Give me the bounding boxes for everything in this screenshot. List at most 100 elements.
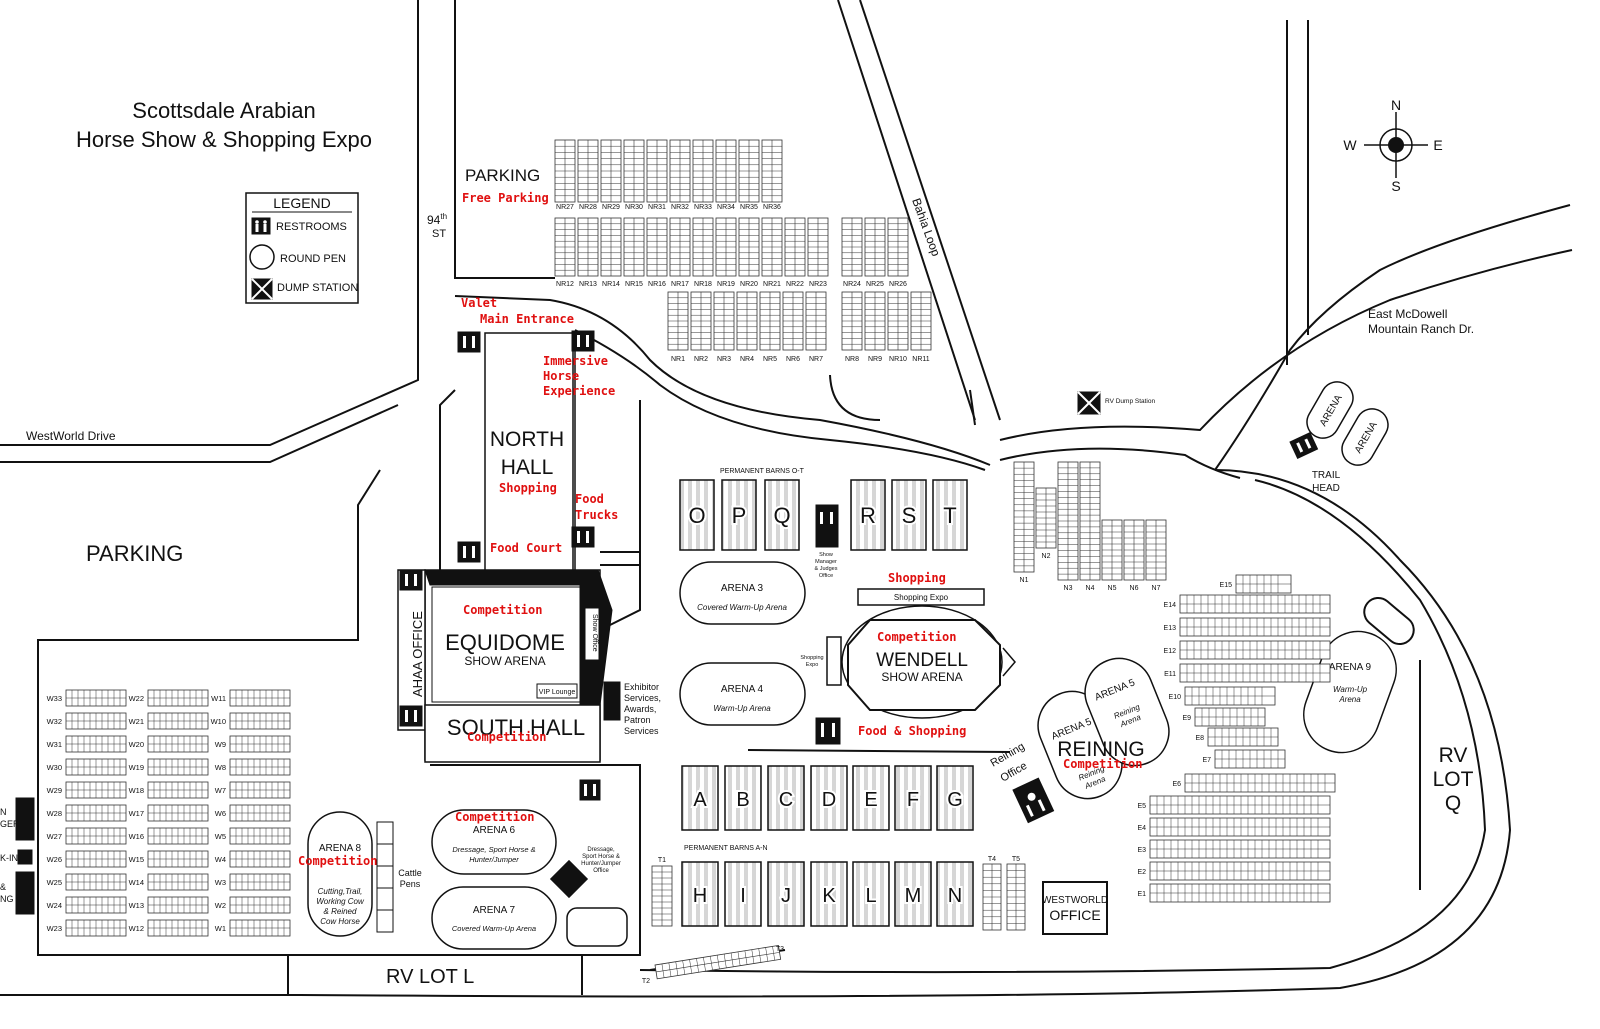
svg-text:Expo: Expo bbox=[806, 662, 819, 668]
barn-a: A bbox=[681, 765, 719, 831]
stall-block bbox=[690, 291, 712, 351]
svg-text:Covered Warm-Up Arena: Covered Warm-Up Arena bbox=[452, 924, 536, 933]
stall-block bbox=[229, 827, 291, 845]
annotation-valet: Valet bbox=[461, 296, 497, 310]
svg-text:Warm-Up: Warm-Up bbox=[1333, 685, 1368, 694]
stall-block bbox=[229, 804, 291, 822]
stall-block bbox=[669, 139, 691, 203]
compass-e: E bbox=[1433, 137, 1442, 153]
roads bbox=[0, 0, 1573, 998]
equidome-sublabel: SHOW ARENA bbox=[464, 654, 545, 668]
stall-block bbox=[715, 139, 737, 203]
stall-label: W2 bbox=[215, 901, 226, 910]
svg-text:Awards,: Awards, bbox=[624, 704, 656, 714]
stall-block bbox=[600, 139, 622, 203]
stall-block bbox=[623, 139, 645, 203]
stall-block bbox=[784, 217, 806, 277]
stall-label: E3 bbox=[1137, 847, 1146, 854]
barn-letter: G bbox=[947, 789, 963, 811]
annotation-free-parking: Free Parking bbox=[462, 191, 549, 205]
restroom-icon bbox=[399, 705, 423, 727]
stall-label: W10 bbox=[211, 717, 226, 726]
stall-label: W26 bbox=[47, 855, 62, 864]
stall-label: NR33 bbox=[694, 204, 712, 211]
stall-label: W21 bbox=[129, 717, 144, 726]
stall-block bbox=[692, 217, 714, 277]
barn-letter: R bbox=[860, 503, 876, 528]
stall-block bbox=[887, 217, 909, 277]
label-94th-st-b: ST bbox=[432, 228, 446, 240]
stall-block bbox=[1179, 663, 1331, 683]
stall-label: W11 bbox=[211, 694, 226, 703]
stall-block bbox=[65, 689, 127, 707]
restroom-icon bbox=[579, 779, 601, 801]
stall-label: NR23 bbox=[809, 281, 827, 288]
restroom-icon bbox=[457, 331, 481, 353]
stall-block bbox=[864, 291, 886, 351]
barn-p: P bbox=[721, 479, 757, 551]
restroom-icon bbox=[815, 717, 841, 745]
svg-text:Hunter/Jumper: Hunter/Jumper bbox=[581, 861, 621, 867]
barn-j: J bbox=[767, 861, 805, 927]
barn-l: L bbox=[852, 861, 890, 927]
stall-block bbox=[229, 735, 291, 753]
cattle-pens: Cattle Pens bbox=[376, 821, 422, 933]
stall-block bbox=[65, 896, 127, 914]
svg-text:Working Cow: Working Cow bbox=[316, 897, 365, 906]
stall-block bbox=[1214, 749, 1286, 769]
stall-block bbox=[65, 781, 127, 799]
stall-block bbox=[229, 689, 291, 707]
stall-label: W17 bbox=[129, 809, 144, 818]
stall-label: W27 bbox=[47, 832, 62, 841]
stall-block bbox=[646, 217, 668, 277]
stall-block bbox=[147, 689, 209, 707]
label-mcdowell-2: Mountain Ranch Dr. bbox=[1368, 322, 1474, 336]
stall-block bbox=[1194, 707, 1266, 727]
stall-block bbox=[1013, 461, 1035, 573]
rv-lot-q-2: LOT bbox=[1433, 768, 1474, 791]
svg-text:N: N bbox=[0, 807, 7, 817]
south-hall-label: SOUTH HALL bbox=[447, 715, 585, 740]
stall-block bbox=[147, 896, 209, 914]
stall-block bbox=[147, 850, 209, 868]
stall-block bbox=[761, 217, 783, 277]
stall-label: N6 bbox=[1130, 585, 1139, 592]
stall-label: W13 bbox=[129, 901, 144, 910]
stall-block bbox=[1149, 817, 1331, 837]
svg-text:Office: Office bbox=[593, 868, 609, 874]
annotation-immersive-3: Experience bbox=[543, 384, 615, 398]
svg-text:Manager: Manager bbox=[815, 559, 837, 565]
arena-8: ARENA 8 Cutting,Trail, Working Cow & Rei… bbox=[307, 811, 373, 937]
barn-letter: M bbox=[905, 885, 922, 907]
stall-label: NR4 bbox=[740, 356, 754, 363]
stall-label: W6 bbox=[215, 809, 226, 818]
stall-block bbox=[229, 919, 291, 937]
barn-e: E bbox=[852, 765, 890, 831]
reining-arena-b: ARENA 5 Reining Arena bbox=[1084, 657, 1170, 767]
stall-label: NR7 bbox=[809, 356, 823, 363]
stall-label: N7 bbox=[1152, 585, 1161, 592]
stall-label: NR3 bbox=[717, 356, 731, 363]
stall-label: W1 bbox=[215, 924, 226, 933]
stall-block bbox=[1149, 795, 1331, 815]
stall-block bbox=[65, 712, 127, 730]
stall-label: W7 bbox=[215, 786, 226, 795]
stall-block bbox=[600, 217, 622, 277]
stall-label: W19 bbox=[129, 763, 144, 772]
barn-t: T bbox=[932, 479, 968, 551]
barn-letter: L bbox=[865, 885, 876, 907]
stall-block bbox=[65, 827, 127, 845]
stall-label: W14 bbox=[129, 878, 144, 887]
stall-label: E11 bbox=[1164, 671, 1176, 678]
barn-letter: S bbox=[902, 503, 917, 528]
stall-label: W31 bbox=[47, 740, 62, 749]
barn-c: C bbox=[767, 765, 805, 831]
parking-north: PARKING bbox=[465, 166, 540, 185]
svg-text:WENDELL: WENDELL bbox=[876, 650, 968, 671]
barn-letter: C bbox=[779, 789, 793, 811]
stall-label: N5 bbox=[1108, 585, 1117, 592]
stall-block bbox=[1123, 519, 1145, 581]
svg-text:Warm-Up Arena: Warm-Up Arena bbox=[713, 704, 771, 713]
